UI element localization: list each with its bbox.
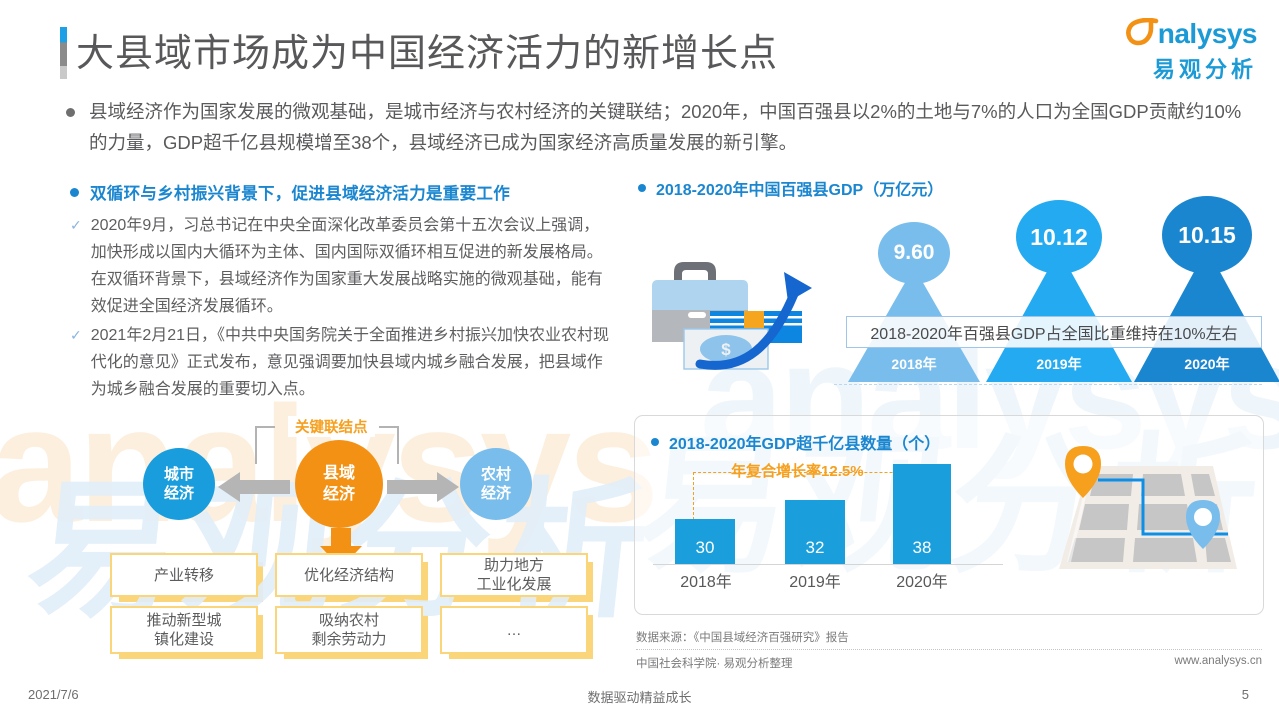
source-divider (636, 649, 1262, 650)
diagram-box: … (440, 606, 593, 659)
bar-label-2018: 2018年 (680, 574, 732, 591)
logo-chinese: 易观分析 (1152, 57, 1257, 82)
footer-date: 2021/7/6 (28, 687, 79, 702)
diagram-box: 产业转移 (110, 553, 263, 602)
source-line-1: 数据来源：《中国县域经济百强研究》报告 (636, 632, 849, 644)
footer-tagline: 数据驱动精益成长 (587, 690, 692, 705)
heading-dot-icon (70, 187, 79, 197)
bar-value-2018: 30 (695, 538, 715, 557)
diagram-box: 推动新型城 镇化建设 (110, 606, 263, 659)
page-title: 大县域市场成为中国经济活力的新增长点 (76, 33, 779, 75)
diagram-box-line2: 镇化建设 (153, 631, 214, 648)
map-illustration (1059, 446, 1237, 569)
bar-2018: 30 (675, 519, 735, 564)
node-county-line1: 县域 (322, 465, 355, 482)
bar-chart: 年复合增长率12.5% 30 32 38 2018年 2019年 2020年 (653, 462, 1003, 592)
left-section-heading-text: 双循环与乡村振兴背景下，促进县域经济活力是重要工作 (90, 185, 510, 203)
node-rural-line2: 经济 (480, 485, 511, 502)
chart2-axis (653, 564, 1003, 565)
intro-bullet: 县域经济作为国家发展的微观基础，是城市经济与农村经济的关键联结；2020年，中国… (66, 96, 1256, 158)
footer: 2021/7/6 数据驱动精益成长 5 (0, 687, 1279, 707)
bullet-dot-icon (66, 108, 75, 117)
pyramid-year-2019: 2019年 (1036, 356, 1082, 372)
chart1-baseline (834, 384, 1262, 385)
bracket-label: 关键联结点 (288, 416, 375, 437)
chart2-heading-text: 2018-2020年GDP超千亿县数量（个） (669, 436, 941, 453)
node-county-line2: 经济 (322, 486, 355, 503)
chart1-heading: 2018-2020年中国百强县GDP（万亿元） (638, 176, 1264, 200)
left-list-item-text: 2021年2月21日，《中共中央国务院关于全面推进乡村振兴加快农业农村现代化的意… (90, 327, 610, 398)
county-economy-diagram: 关键联结点 城市 经济 县域 经济 农村 经济 产业转移 优化经济结构 助 (100, 416, 593, 663)
diagram-box-line1: 推动新型城 (146, 612, 222, 629)
source-url: www.analysys.cn (1174, 655, 1262, 667)
intro-bullet-text: 县域经济作为国家发展的微观基础，是城市经济与农村经济的关键联结；2020年，中国… (89, 101, 1242, 153)
check-icon: ✓ (70, 327, 82, 343)
left-list-item: ✓ 2020年9月，习总书记在中央全面深化改革委员会第十五次会议上强调，加快形成… (70, 212, 615, 320)
source-block: 数据来源：《中国县域经济百强研究》报告 中国社会科学院· 易观分析整理 www.… (636, 629, 1262, 671)
arrow-down-icon (320, 528, 362, 568)
footer-page-number: 5 (1241, 687, 1249, 702)
pyramid-year-2018: 2018年 (891, 356, 937, 372)
bar-label-2020: 2020年 (896, 574, 948, 591)
bar-2020: 38 (893, 464, 951, 564)
county-count-chart-panel: 2018-2020年GDP超千亿县数量（个） 年复合增长率12.5% 30 32… (634, 415, 1264, 615)
left-list-item-text: 2020年9月，习总书记在中央全面深化改革委员会第十五次会议上强调，加快形成以国… (90, 217, 603, 315)
chart1-callout: 2018-2020年百强县GDP占全国比重维持在10%左右 (846, 316, 1262, 348)
heading-dot-icon (638, 184, 646, 192)
check-icon: ✓ (70, 217, 82, 233)
analysys-a-icon (1125, 18, 1159, 46)
logo-wordmark: nalysys (1157, 18, 1258, 50)
pyramid-2020: 10.15 2020年 (1134, 196, 1279, 382)
node-city-line1: 城市 (163, 466, 194, 483)
logo: nalysys 易观分析 (1125, 18, 1258, 84)
heading-dot-icon (651, 438, 659, 446)
chart2-heading: 2018-2020年GDP超千亿县数量（个） (651, 430, 940, 454)
briefcase-money-illustration: $ (652, 262, 812, 370)
node-city-economy: 城市 经济 (143, 448, 215, 520)
diagram-box: 吸纳农村 剩余劳动力 (275, 606, 428, 659)
diagram-box: 优化经济结构 (275, 553, 428, 602)
title-accent-bar (60, 27, 67, 79)
arrow-left-icon (218, 472, 290, 502)
source-org: 中国社会科学院· 易观分析整理 (636, 658, 793, 670)
left-section-heading: 双循环与乡村振兴背景下，促进县域经济活力是重要工作 (70, 180, 510, 204)
diagram-box-line2: 工业化发展 (476, 576, 552, 593)
left-list-item: ✓ 2021年2月21日，《中共中央国务院关于全面推进乡村振兴加快农业农村现代化… (70, 322, 615, 403)
node-county-economy: 县域 经济 (295, 440, 383, 528)
pyramid-shape-2020 (1134, 248, 1279, 382)
diagram-box-line1: 助力地方 (483, 557, 544, 574)
diagram-box-row-2: 推动新型城 镇化建设 吸纳农村 剩余劳动力 … (110, 606, 593, 659)
bar-value-2019: 32 (805, 538, 825, 557)
diagram-box: 助力地方 工业化发展 (440, 553, 593, 602)
bracket-shape (255, 426, 399, 464)
node-rural-economy: 农村 经济 (460, 448, 532, 520)
bar-2019: 32 (785, 500, 845, 564)
svg-text:$: $ (721, 340, 731, 359)
diagram-box-row-1: 产业转移 优化经济结构 助力地方 工业化发展 (110, 553, 593, 602)
arrow-right-icon (387, 472, 459, 502)
pyramid-2019: 10.12 2019年 (986, 200, 1132, 382)
bar-label-2019: 2019年 (789, 574, 841, 591)
cagr-label: 年复合增长率12.5% (731, 463, 864, 480)
diagram-box-line1: 吸纳农村 (318, 612, 379, 629)
pyramid-year-2020: 2020年 (1184, 356, 1230, 372)
gdp-pyramid-chart: 2018-2020年中国百强县GDP（万亿元） $ 9.60 (634, 176, 1279, 398)
chart1-heading-text: 2018-2020年中国百强县GDP（万亿元） (656, 182, 944, 199)
pyramid-value-2018: 9.60 (878, 222, 950, 284)
node-city-line2: 经济 (163, 485, 194, 502)
pyramid-2018: 9.60 2018年 (848, 222, 980, 382)
diagram-box-line2: 剩余劳动力 (311, 631, 387, 648)
bar-value-2020: 38 (912, 538, 932, 557)
node-rural-line1: 农村 (480, 466, 511, 483)
